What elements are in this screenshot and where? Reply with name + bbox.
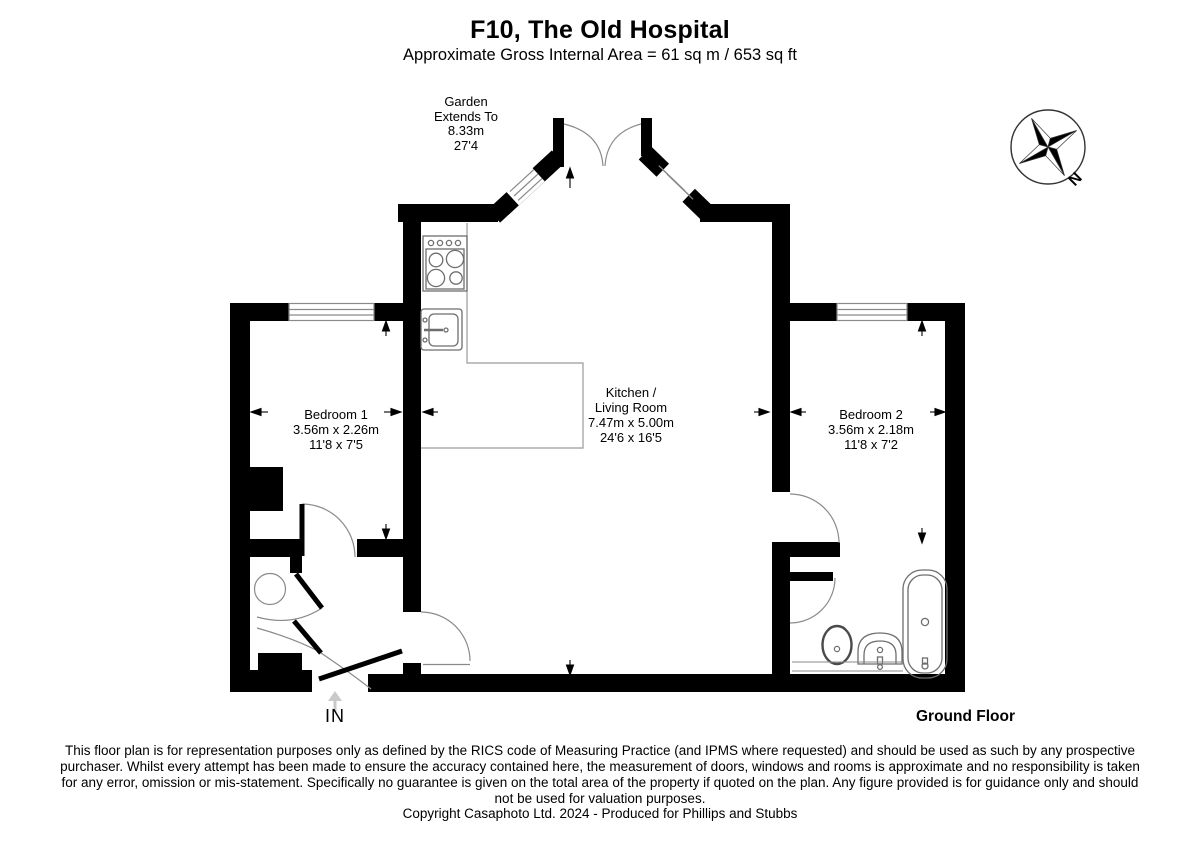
room-size-metric: 3.56m x 2.18m [828,422,914,437]
page-title: F10, The Old Hospital [470,16,730,44]
door-arcs [256,123,840,690]
wc-basin [253,572,287,606]
kitchen-sink [420,308,463,351]
bathroom-basin [857,632,903,671]
stove [422,235,468,292]
room-size-imperial: 24'6 x 16'5 [599,430,663,445]
door-leaves [292,504,403,682]
bathtub [902,569,948,679]
entrance-label: IN [325,706,345,726]
walls [230,118,965,692]
room-size-imperial: 11'8 x 7'2 [844,437,898,452]
room-name: Bedroom 1 [304,407,368,422]
window-bedroom2 [836,302,908,322]
compass-icon [1010,109,1086,185]
copyright-text: Copyright Casaphoto Ltd. 2024 - Produced… [402,806,798,821]
entrance-arrow-icon [328,691,342,712]
kitchen-zone-line [421,223,584,449]
floor-name-label: Ground Floor [915,708,1015,725]
room-label-bedroom2: Bedroom 2 3.56m x 2.18m 11'8 x 7'2 [785,407,957,452]
dimension-arrows [249,166,947,677]
disclaimer-text: This floor plan is for representation pu… [60,743,1140,806]
toilet [821,624,853,666]
bathroom-shelf-line [792,661,903,672]
room-size-imperial: 11'8 x 7'5 [309,437,363,452]
window-bedroom1 [288,302,375,322]
room-name: Kitchen / Living Room [594,385,668,415]
page-subtitle: Approximate Gross Internal Area = 61 sq … [403,46,797,64]
room-label-bedroom1: Bedroom 1 3.56m x 2.26m 11'8 x 7'5 [250,407,422,452]
room-size-metric: 3.56m x 2.26m [293,422,379,437]
room-label-kitchen-living: Kitchen / Living Room 7.47m x 5.00m 24'6… [545,385,717,445]
room-size-metric: 7.47m x 5.00m [588,415,674,430]
room-name: Bedroom 2 [839,407,903,422]
gable-windows [505,162,696,206]
garden-label: Garden Extends To 8.33m 27'4 [433,94,499,153]
